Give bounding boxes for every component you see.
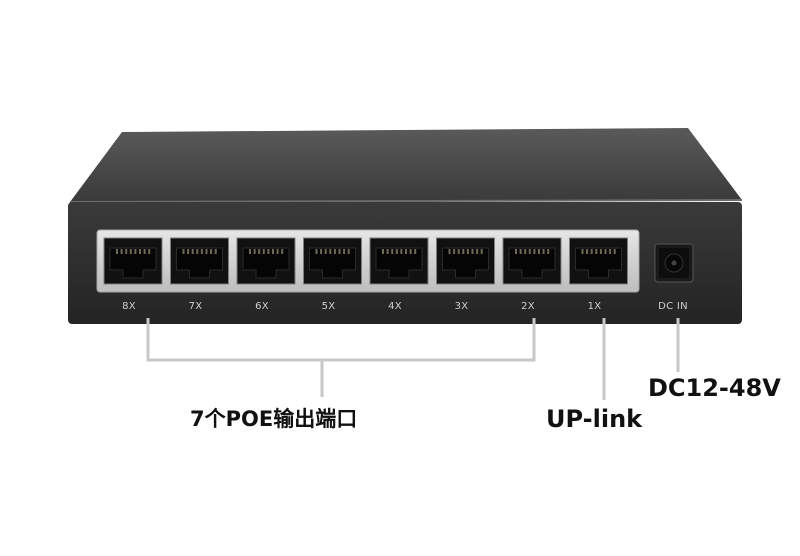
uplink-caption: UP-link [546,405,643,433]
rj45-port-8x [103,237,163,285]
port-label-2x: 2X [521,301,535,312]
port-label-8x: 8X [122,301,136,312]
rj45-port-6x [236,237,296,285]
rj45-port-4x [369,237,429,285]
rj45-port-3x [436,237,495,285]
callout-lines [146,318,680,400]
rj45-port-5x [303,237,362,285]
switch-top-edge [69,199,743,203]
poe-bracket-line [146,318,536,362]
switch-top-surface [70,128,742,202]
port-label-7x: 7X [188,301,203,312]
rj45-port-1x [569,237,628,285]
port-label-3x: 3X [454,301,469,312]
rj45-port-7x [170,237,229,285]
poe-ports-caption: 7个POE输出端口 [190,407,358,431]
rj45-port-2x [502,237,562,285]
port-label-4x: 4X [388,301,402,312]
rj45-port-group [103,237,628,285]
port-label-5x: 5X [321,301,336,312]
port-label-1x: 1X [587,301,602,312]
dc-in-label: DC IN [658,301,688,312]
port-label-6x: 6X [255,301,269,312]
dc-jack [654,243,694,283]
power-caption: DC12-48V [648,374,781,402]
